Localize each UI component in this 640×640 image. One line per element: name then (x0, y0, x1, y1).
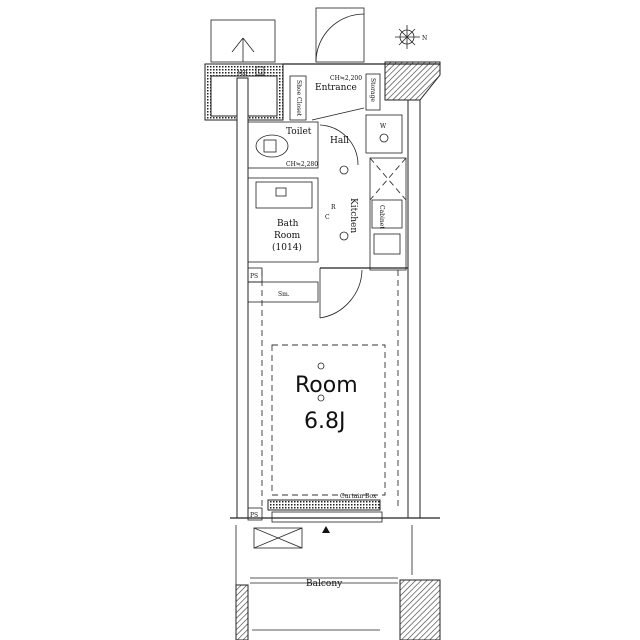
room-door (319, 268, 363, 319)
storage (365, 73, 381, 111)
kitchen-label: Kitchen (348, 198, 358, 233)
entrance-door (315, 7, 365, 63)
c-label: C (325, 214, 330, 221)
washer-label: W (380, 123, 387, 130)
shoe-closet (289, 75, 307, 121)
ps2-label: PS (250, 512, 258, 519)
balcony-label: Balcony (306, 579, 343, 589)
toilet-room (247, 121, 319, 169)
hall-label: Hall (330, 136, 349, 146)
toilet-ceiling-height: CH≒2,280 (286, 161, 318, 168)
g-label: G (258, 69, 263, 76)
right-wall (407, 99, 421, 519)
bath-room (247, 177, 319, 263)
entrance-label: Entrance (315, 83, 357, 93)
ps-label: PS (250, 273, 258, 280)
storage-label: Storage (369, 78, 376, 102)
balcony-hatch (253, 527, 303, 549)
cabinet-label: Cabinet (378, 205, 385, 229)
toilet-label: Toilet (286, 127, 312, 137)
column-top-right (384, 61, 441, 101)
stove (373, 233, 401, 255)
small-storage (247, 281, 319, 303)
balcony-left-wall (235, 584, 249, 640)
balcony-right-wall (399, 579, 441, 640)
mb-doors (210, 19, 276, 63)
room-dashed-outline (271, 344, 386, 496)
compass-north-label: N (422, 35, 427, 42)
toilet-icon (255, 134, 289, 158)
shoe-closet-label: Shoe Closet (295, 80, 302, 117)
sink (371, 199, 403, 229)
mb-label: MB (237, 70, 248, 77)
kitchen-counter (369, 157, 407, 271)
bath-room-label: Room (274, 231, 301, 241)
bath-label: Bath (277, 219, 299, 229)
bath-size-label: (1014) (272, 242, 302, 253)
pipe-space-2 (247, 507, 263, 521)
curtain-box-label: Curtain Box (340, 493, 377, 500)
step-line (311, 107, 365, 121)
washer-space (365, 114, 403, 154)
room-label: Room (295, 373, 358, 398)
small-storage-label: Sm. (278, 291, 290, 298)
bathtub (255, 181, 313, 209)
curtain-box (267, 499, 381, 511)
entry-marker-icon (322, 526, 330, 533)
compass-icon: N (395, 25, 427, 49)
left-wall (236, 77, 249, 519)
hall-door-swing (319, 124, 359, 166)
balcony-window (271, 511, 383, 523)
entrance-ceiling-height: CH≒2,200 (330, 75, 362, 82)
r-label: R (331, 204, 336, 211)
room-size-label: 6.8J (304, 409, 345, 434)
